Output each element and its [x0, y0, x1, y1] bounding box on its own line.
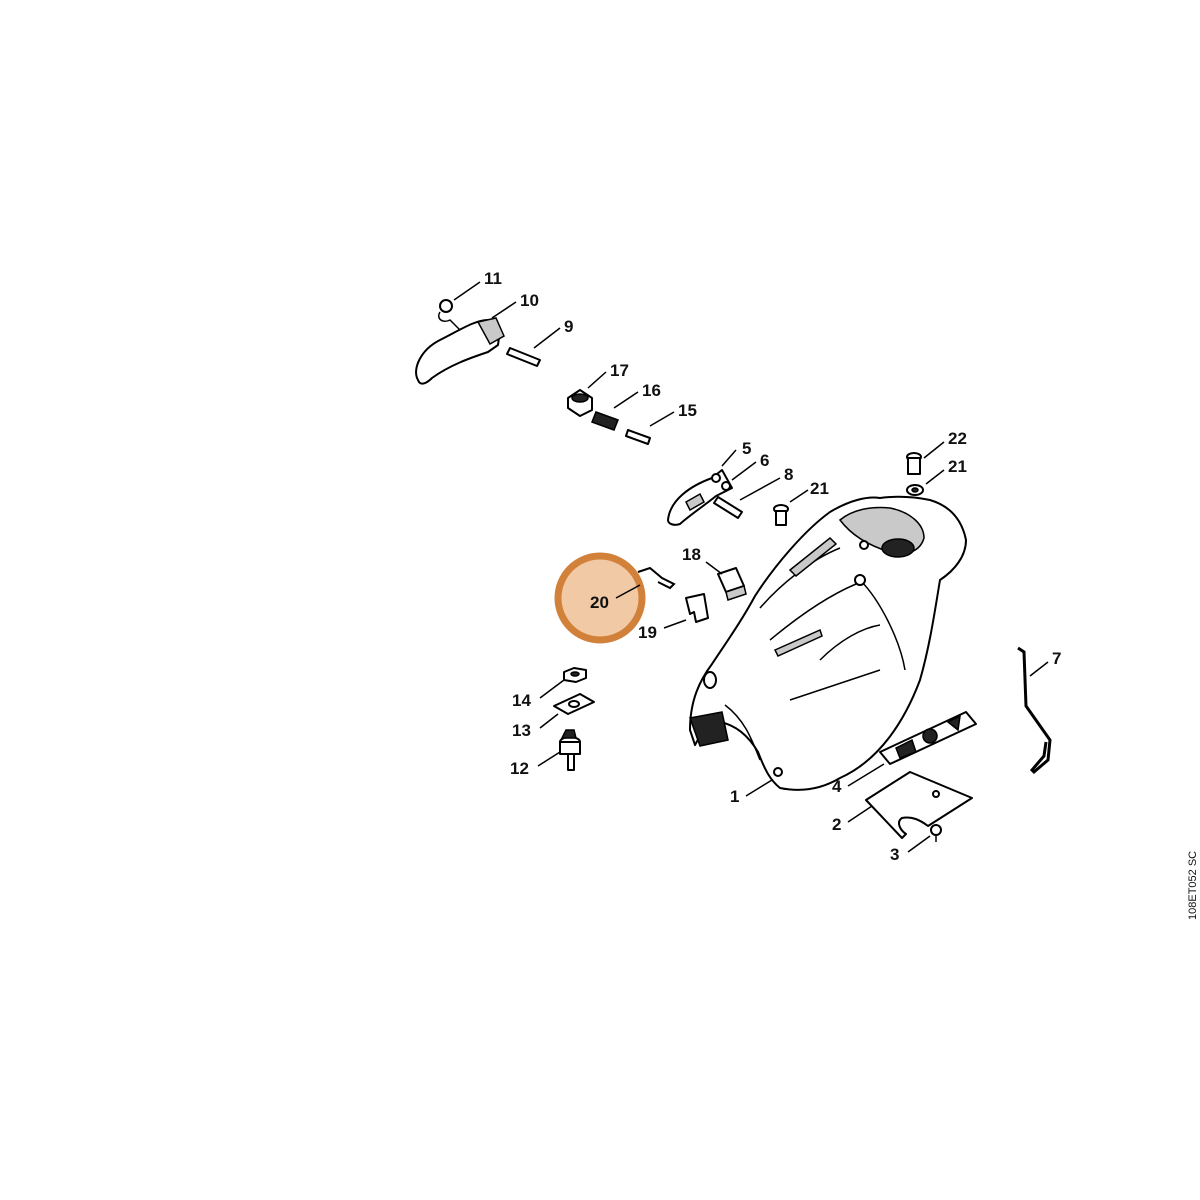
- pin-8: [713, 496, 743, 519]
- trigger-5: [667, 469, 733, 526]
- callout-17: 17: [610, 361, 629, 380]
- pin-15: [625, 429, 651, 445]
- reference-code: 108ET052 SC: [1187, 851, 1199, 920]
- washer-21-upper: [906, 484, 924, 496]
- callout-20-highlight[interactable]: [554, 552, 646, 644]
- decal-label: [879, 711, 977, 765]
- callout-6: 6: [760, 451, 769, 470]
- spring-6: [721, 481, 731, 491]
- callout-3: 3: [890, 845, 899, 864]
- callout-1: 1: [730, 787, 739, 806]
- callout-5: 5: [742, 439, 751, 458]
- spring-20: [637, 566, 676, 590]
- callout-11: 11: [484, 269, 502, 288]
- screw-22: [906, 452, 922, 475]
- callout-21-upper: 21: [948, 457, 967, 476]
- callout-2: 2: [832, 815, 841, 834]
- leader-lines: [453, 281, 1049, 853]
- callout-7: 7: [1052, 649, 1061, 668]
- callout-8: 8: [784, 465, 793, 484]
- callout-18: 18: [682, 545, 701, 564]
- callout-20[interactable]: 20: [590, 593, 609, 612]
- switch-12: [559, 729, 581, 771]
- screw-3: [930, 824, 942, 842]
- callout-9: 9: [564, 317, 573, 336]
- callout-21-middle: 21: [810, 479, 829, 498]
- wire-rod: [1017, 646, 1052, 775]
- spring-11: [438, 299, 461, 331]
- stop-18: [717, 567, 747, 601]
- handle-housing: [688, 495, 967, 791]
- plate-13: [553, 693, 595, 715]
- callout-10: 10: [520, 291, 539, 310]
- callout-12: 12: [510, 759, 529, 778]
- base-plate: [865, 771, 973, 839]
- callout-4: 4: [832, 777, 842, 796]
- callout-labels: 11 10 9 17 16 15 5 6 8 21 22 21 18 20 19…: [484, 269, 1061, 864]
- lever-10: [415, 317, 505, 385]
- bushing-17: [567, 389, 593, 417]
- screw-21-middle: [773, 504, 789, 526]
- callout-19: 19: [638, 623, 657, 642]
- spring-16: [591, 411, 619, 431]
- nut-14: [563, 667, 587, 683]
- callout-22: 22: [948, 429, 967, 448]
- clip-19: [685, 593, 709, 623]
- callout-14: 14: [512, 691, 531, 710]
- callout-13: 13: [512, 721, 531, 740]
- callout-16: 16: [642, 381, 661, 400]
- callout-15: 15: [678, 401, 697, 420]
- pin-9: [506, 347, 541, 367]
